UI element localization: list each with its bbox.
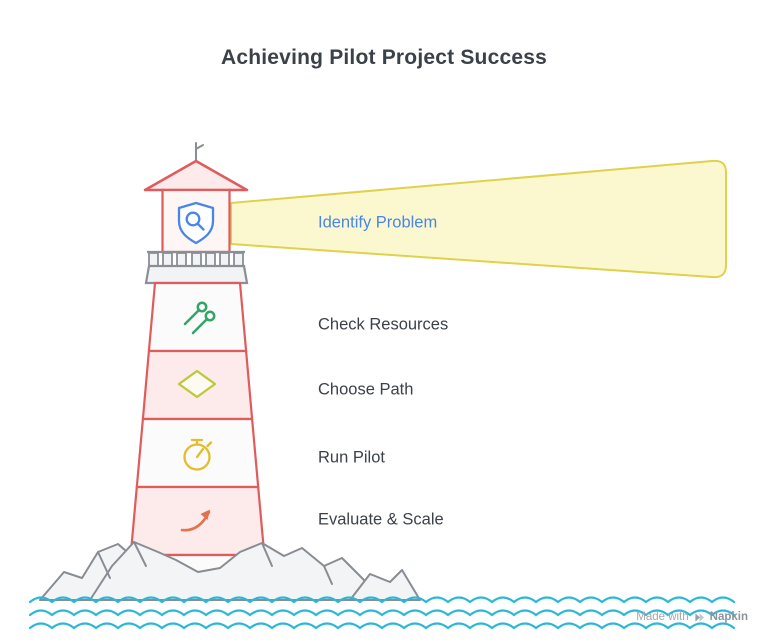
step-label-evaluate-scale: Evaluate & Scale	[318, 510, 444, 529]
rocks	[39, 541, 421, 601]
step-label-check-resources: Check Resources	[318, 315, 449, 334]
wave-line	[28, 596, 736, 604]
made-with-text: Made with	[636, 611, 689, 623]
wave-line	[28, 609, 736, 617]
diamond-icon	[177, 369, 217, 399]
gallery	[144, 250, 249, 285]
wrenches-icon	[183, 301, 216, 335]
stopwatch-icon	[183, 438, 213, 471]
napkin-brand: Napkin	[709, 611, 748, 623]
napkin-logo-icon	[695, 612, 704, 622]
tower-band-4	[129, 485, 266, 557]
step-label-run-pilot: Run Pilot	[318, 448, 385, 467]
lighthouse-roof	[143, 159, 249, 192]
page-title: Achieving Pilot Project Success	[221, 46, 547, 69]
made-with-napkin: Made with Napkin	[636, 611, 748, 623]
shield-search-icon	[177, 201, 215, 245]
step-label-choose-path: Choose Path	[318, 380, 414, 399]
wave-line	[28, 622, 736, 630]
tower-band-3	[135, 417, 260, 489]
step-label-identify-problem: Identify Problem	[318, 213, 438, 232]
curved-arrow-icon	[180, 509, 211, 532]
tower-band-1	[147, 281, 248, 353]
waves	[28, 596, 736, 630]
tower	[126, 281, 269, 594]
light-beam	[230, 159, 727, 279]
